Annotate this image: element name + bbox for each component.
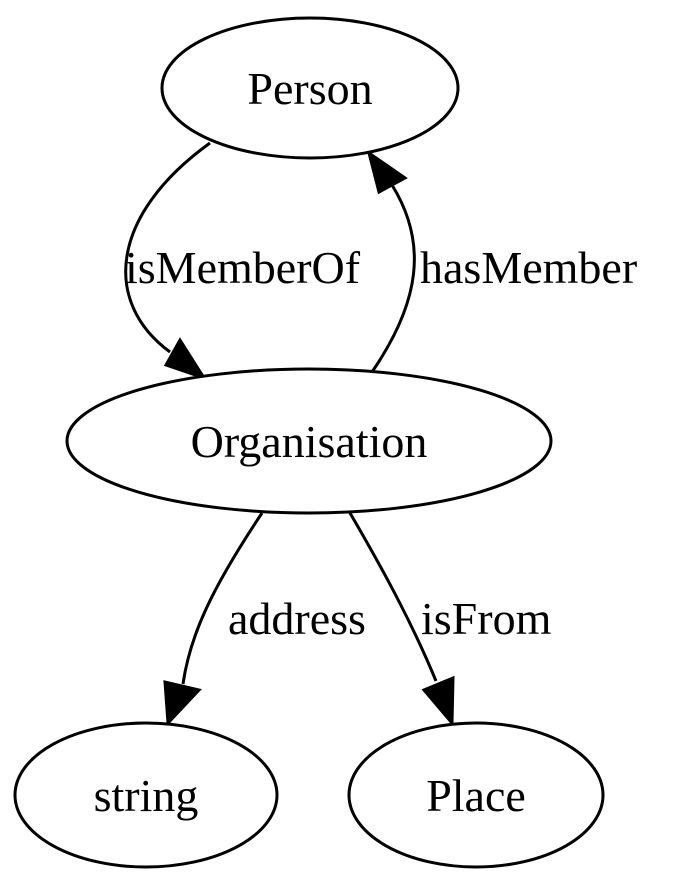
edge-is-member-of: isMemberOf — [124, 141, 361, 381]
edge-is-from-arrowhead — [421, 675, 455, 727]
edge-address-line — [181, 512, 264, 685]
node-organisation: Organisation — [65, 367, 553, 515]
edge-has-member-arrowhead — [366, 149, 408, 195]
node-string: string — [13, 721, 279, 869]
edge-is-member-of-label: isMemberOf — [125, 242, 361, 293]
node-string-label: string — [94, 770, 199, 821]
edge-has-member-line — [370, 184, 416, 373]
node-organisation-label: Organisation — [191, 416, 428, 467]
edge-is-member-of-line — [124, 141, 211, 354]
edge-address: address — [163, 512, 366, 727]
edge-is-member-of-arrowhead — [163, 337, 208, 381]
edge-is-from-label: isFrom — [421, 593, 552, 644]
edge-has-member-label: hasMember — [420, 242, 637, 293]
edge-address-label: address — [228, 593, 366, 644]
node-person-label: Person — [247, 63, 372, 114]
edge-is-from: isFrom — [348, 512, 552, 727]
node-person: Person — [160, 16, 460, 160]
edge-has-member: hasMember — [366, 149, 637, 373]
edge-is-from-line — [348, 512, 438, 682]
node-place-label: Place — [426, 770, 526, 821]
node-place: Place — [347, 721, 605, 869]
edge-address-arrowhead — [163, 680, 202, 727]
